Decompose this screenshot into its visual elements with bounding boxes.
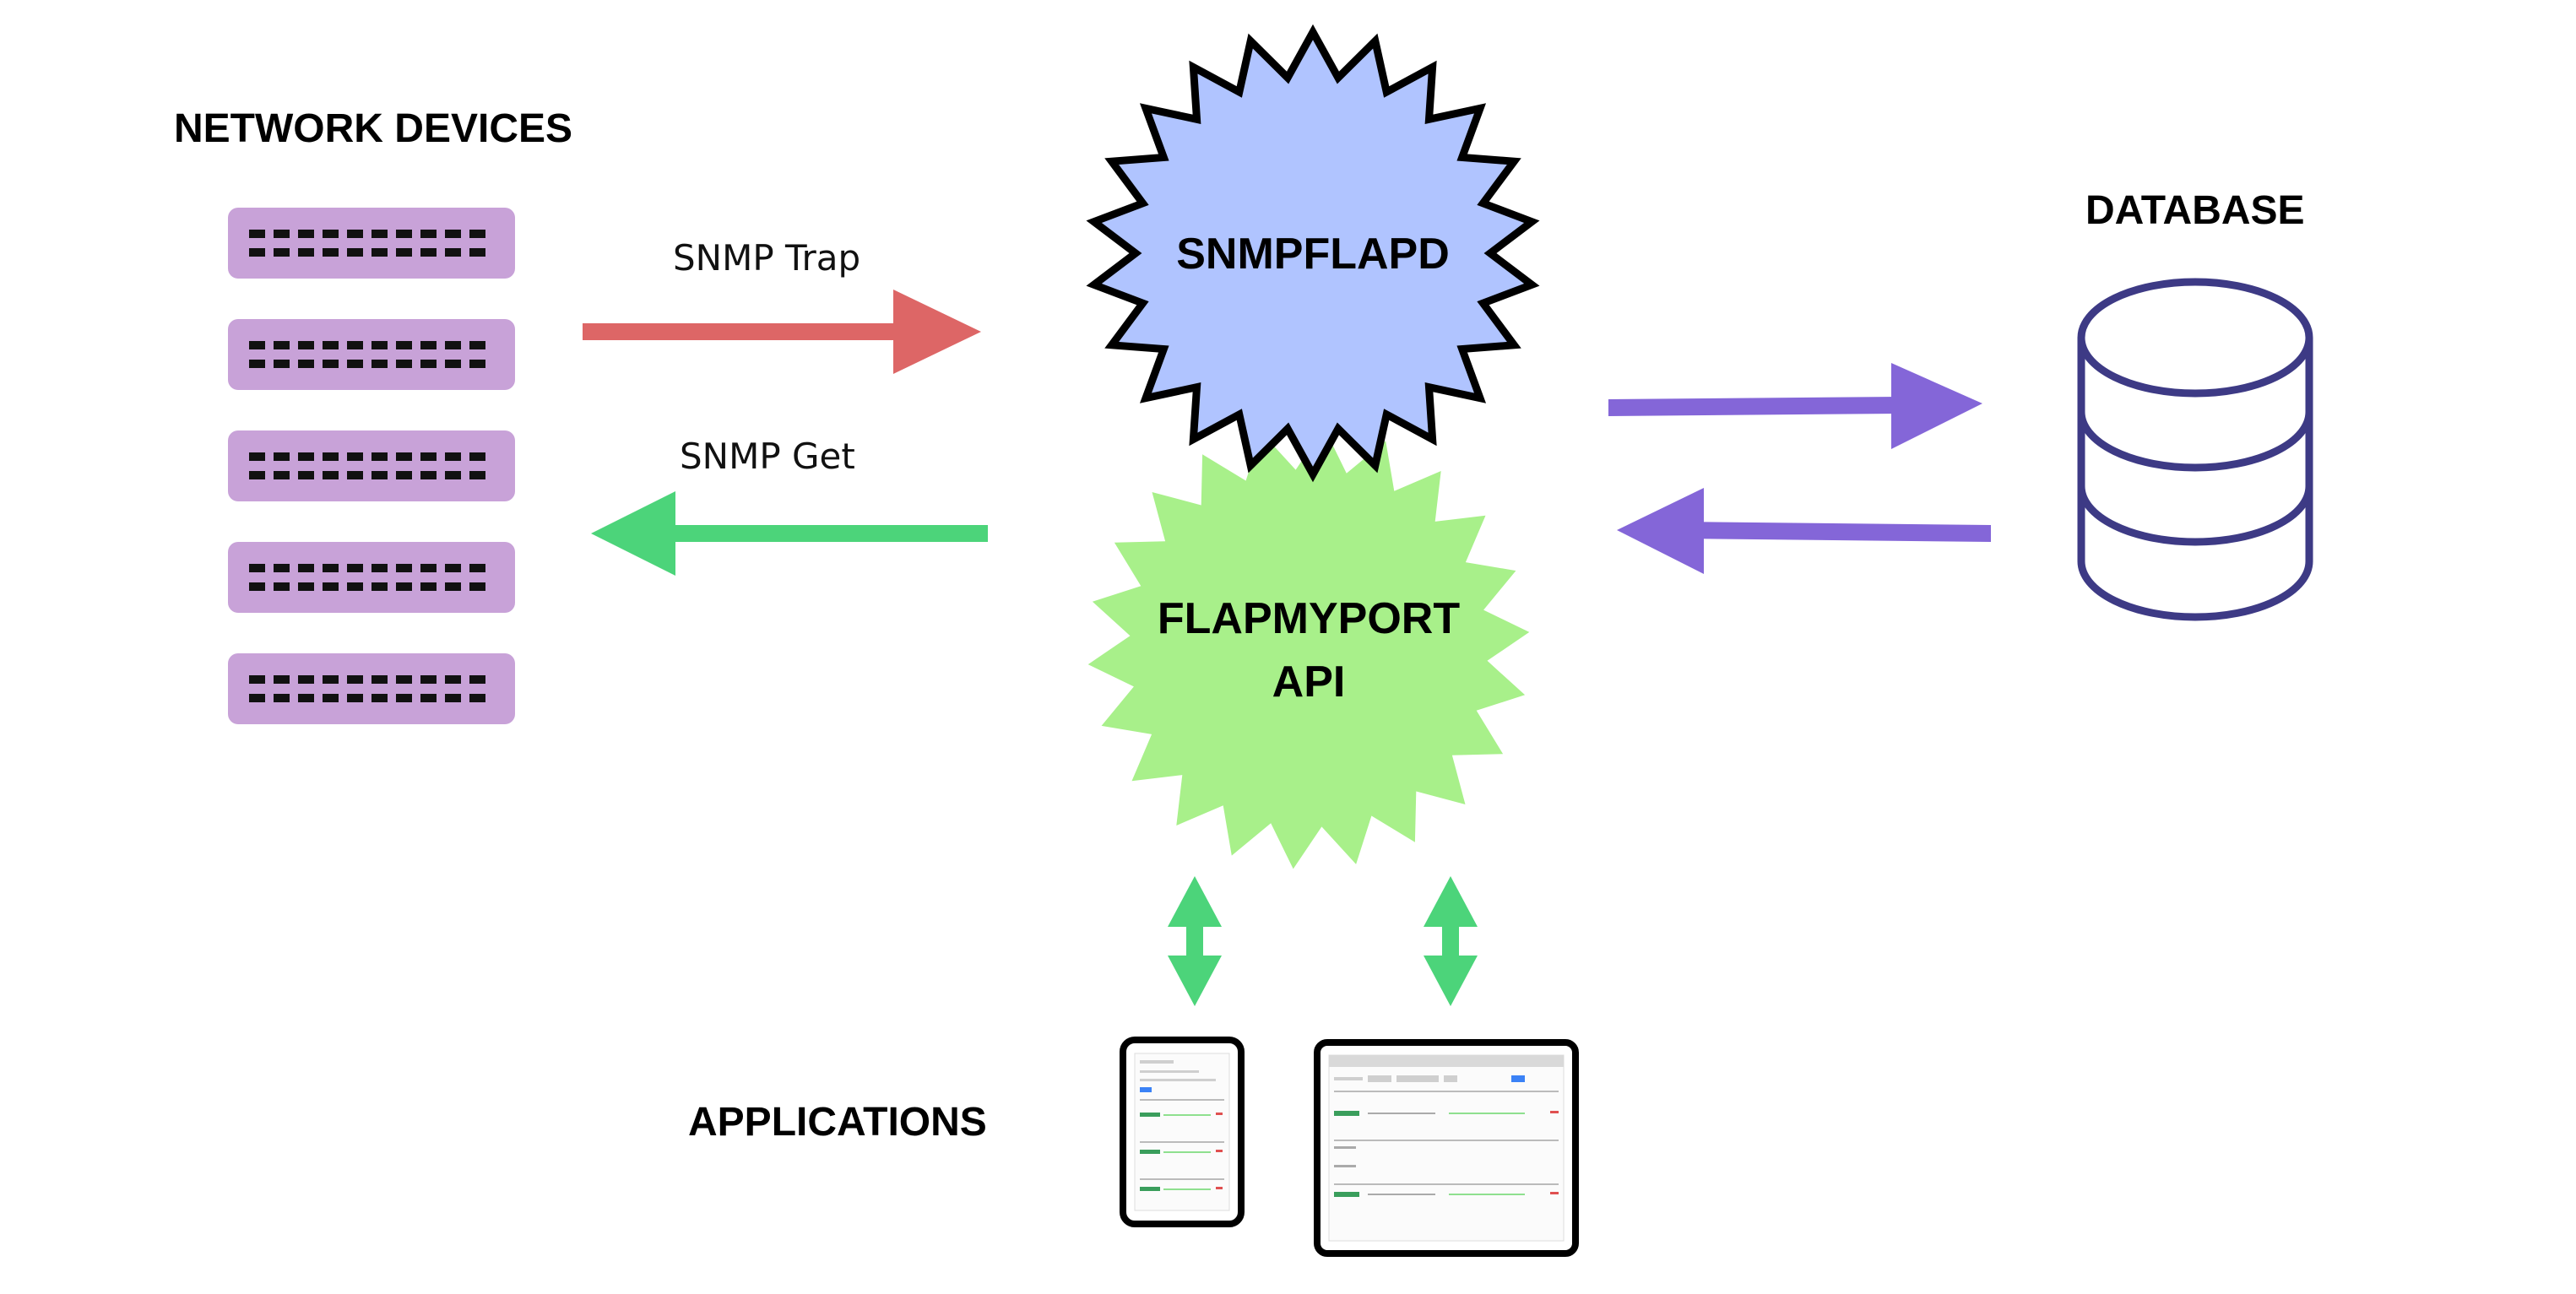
snmp-get-label: SNMP Get [680,436,855,477]
snmp-trap-label: SNMP Trap [673,237,860,279]
network-devices-title: NETWORK DEVICES [174,106,572,151]
tablet-app-device [1314,1039,1579,1257]
snmpflapd-label: SNMPFLAPD [1176,230,1450,279]
snmp-trap-arrow [583,290,981,374]
db-write-arrow [1608,363,1982,449]
network-devices [228,208,515,724]
database-icon [2077,278,2313,621]
applications-title: APPLICATIONS [688,1100,987,1145]
database-title: DATABASE [2085,188,2305,233]
app-arrow-left [1168,876,1222,1006]
network-device-switch [228,653,515,724]
db-read-arrow [1617,488,1991,574]
flapmyport-label-line1: FLAPMYPORT [1158,594,1460,643]
flapmyport-api-node [1087,427,1530,869]
network-device-switch [228,319,515,390]
snmp-get-arrow [591,491,988,576]
network-device-switch [228,208,515,279]
mobile-app-device [1120,1037,1245,1227]
flapmyport-label-line2: API [1272,658,1346,707]
app-arrow-right [1424,876,1478,1006]
snmpflapd-node [1086,24,1540,483]
network-device-switch [228,430,515,501]
network-device-switch [228,542,515,613]
